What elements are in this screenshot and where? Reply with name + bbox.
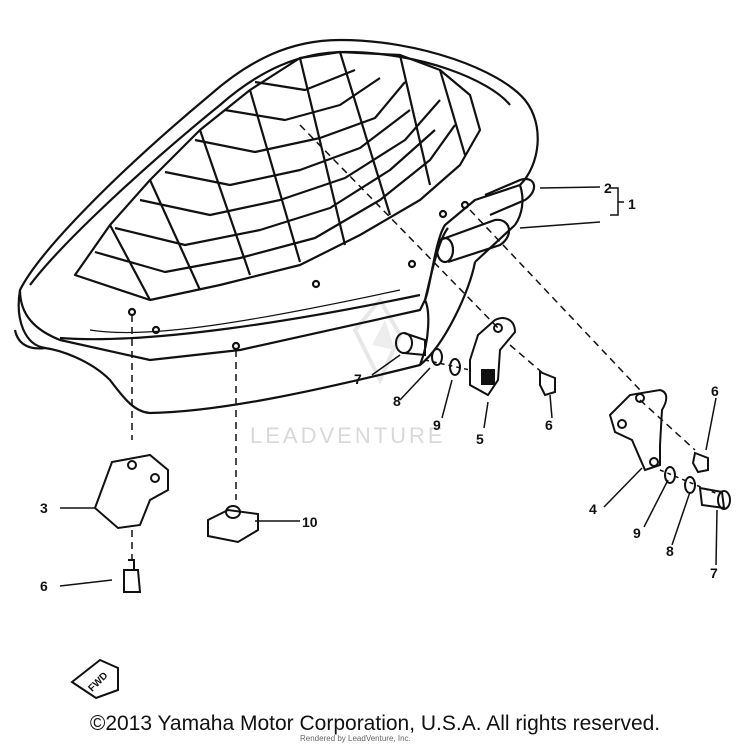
part-label-7a: 7	[354, 371, 362, 387]
bracket-4	[608, 388, 668, 472]
part-label-10: 10	[302, 514, 318, 530]
part-label-6a: 6	[40, 578, 48, 594]
washer-8-right	[684, 476, 696, 494]
part-label-5: 5	[476, 431, 484, 447]
copyright-notice: ©2013 Yamaha Motor Corporation, U.S.A. A…	[89, 712, 661, 735]
bracket-3	[93, 453, 169, 530]
watermark-logo	[352, 296, 403, 385]
part-label-8a: 8	[393, 393, 401, 409]
bolt-7-right	[698, 486, 731, 510]
part-label-7b: 7	[710, 565, 718, 581]
part-label-2: 2	[604, 180, 612, 196]
part-label-9a: 9	[433, 417, 441, 433]
leader-lines	[59, 124, 721, 587]
rendered-by-note: Rendered by LeadVenture, Inc.	[300, 734, 411, 743]
forward-arrow-icon: FWD	[70, 658, 119, 700]
part-label-8b: 8	[666, 543, 674, 559]
part-label-9b: 9	[633, 525, 641, 541]
bolt-6-bottom	[123, 559, 142, 593]
seat	[13, 38, 539, 415]
washer-9-right	[664, 466, 676, 484]
bracket-5	[469, 317, 517, 397]
nut-plate-10	[207, 505, 259, 544]
seat-rail-tube	[435, 177, 536, 264]
part-label-1: 1	[628, 196, 636, 212]
part-labels: 2 1 7 8 9 5 6 6 4 9 8 7 3 6 10	[40, 180, 719, 594]
part-label-4: 4	[589, 501, 597, 517]
watermark-text: LEADVENTURE	[250, 423, 446, 448]
part-label-3: 3	[40, 500, 48, 516]
part-label-6b: 6	[545, 417, 553, 433]
washer-9-left	[449, 358, 461, 376]
fwd-label: FWD	[87, 670, 111, 694]
nut-6-right	[691, 451, 709, 474]
part-label-6c: 6	[711, 383, 719, 399]
nut-6-mid	[539, 370, 556, 397]
bolt-7-left	[395, 332, 426, 357]
washer-8-left	[431, 348, 443, 366]
